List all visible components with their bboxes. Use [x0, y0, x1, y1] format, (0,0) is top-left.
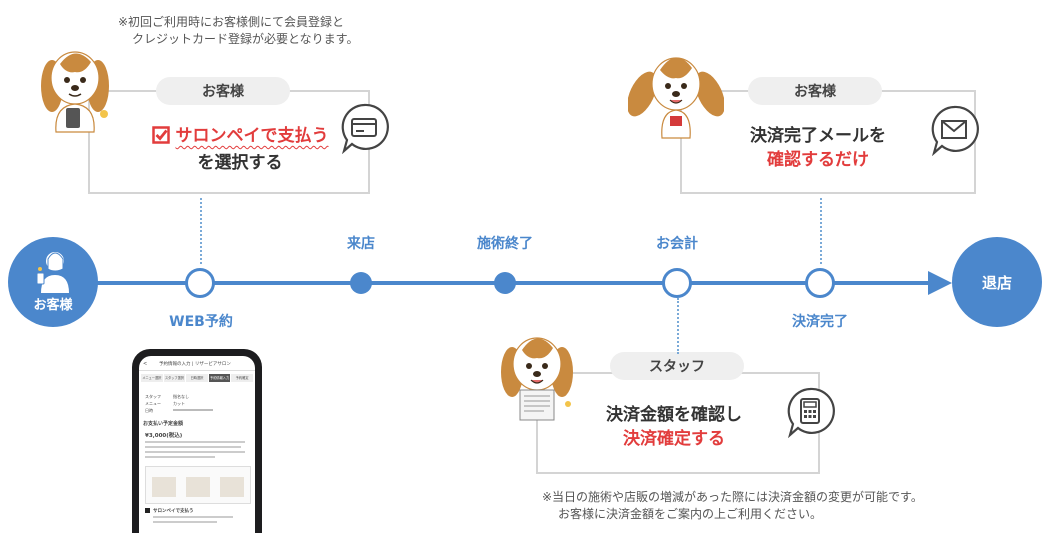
end-leave-circle: 退店 [952, 237, 1042, 327]
node-treatment-end [494, 272, 516, 294]
bottom-note-line2: お客様に決済金額をご案内の上ご利用ください。 [558, 507, 823, 521]
finalize-payment-text: 決済確定する [623, 429, 725, 449]
phone-row-value: 指名なし [173, 394, 189, 399]
calculator-icon [784, 386, 836, 439]
checkbox-icon [151, 126, 170, 151]
phone-tab: 予約確定 [231, 374, 253, 382]
phone-payment-options [145, 466, 251, 504]
dog-mascot-customer [36, 36, 116, 136]
start-customer-circle: お客様 [8, 237, 98, 327]
phone-checkbox-label: サロンペイで支払う [153, 509, 194, 514]
start-customer-label: お客様 [33, 298, 73, 313]
phone-section-title: お支払い予定金額 [143, 421, 184, 427]
connector-checkout [677, 298, 679, 354]
phone-checkbox[interactable] [145, 508, 150, 513]
phone-row-label: スタッフ [145, 394, 161, 399]
timeline-arrow-icon [928, 271, 952, 295]
phone-header: 予約情報の入力 | リザービアサロン [159, 362, 231, 367]
node-checkout [662, 268, 692, 298]
envelope-icon [928, 104, 980, 157]
phone-row-label: メニュー [145, 401, 161, 406]
select-text: を選択する [197, 153, 283, 173]
dog-mascot-customer-right [627, 40, 725, 140]
label-payment-complete: 決済完了 [792, 314, 848, 330]
phone-row-label: 日時 [145, 408, 153, 413]
customer-select-message: サロンペイで支払う を選択する [130, 124, 350, 175]
top-note-line1: ※初回ご利用時にお客様側にて会員登録と [118, 15, 345, 29]
smartphone-screen: < 予約情報の入力 | リザービアサロン メニュー選択 スタッフ選択 日時選択 … [139, 356, 255, 533]
phone-tab-active: 予約情報入力 [208, 374, 231, 382]
staff-card [536, 372, 820, 474]
label-web-reservation: WEB予約 [169, 314, 233, 330]
node-visit [350, 272, 372, 294]
confirm-email-text: 決済完了メールを [750, 126, 886, 146]
customer-confirm-message: 決済完了メールを 確認するだけ [718, 124, 918, 172]
connector-payment-complete [820, 198, 822, 264]
phone-date-value [173, 409, 213, 411]
node-payment-complete [805, 268, 835, 298]
phone-amount: ¥3,000(税込) [145, 433, 183, 439]
connector-web-reservation [200, 198, 202, 264]
phone-tab: スタッフ選択 [163, 374, 186, 382]
pay-with-salonpay-text: サロンペイで支払う [175, 126, 329, 146]
top-note: ※初回ご利用時にお客様側にて会員登録と クレジットカード登録が必要となります。 [118, 14, 358, 48]
label-visit: 来店 [347, 236, 375, 252]
top-note-line2: クレジットカード登録が必要となります。 [132, 32, 359, 46]
customer-pill-right: お客様 [748, 77, 882, 105]
just-confirm-text: 確認するだけ [767, 150, 869, 170]
dog-mascot-staff [496, 324, 580, 428]
bottom-note: ※当日の施術や店販の増減があった際には決済金額の変更が可能です。 お客様に決済金… [542, 489, 923, 523]
phone-row-value: カット [173, 401, 185, 406]
credit-card-icon [338, 102, 390, 155]
customer-person-icon [34, 249, 74, 299]
confirm-amount-text: 決済金額を確認し [606, 405, 742, 425]
label-checkout: お会計 [656, 236, 698, 252]
node-web-reservation [185, 268, 215, 298]
staff-pill: スタッフ [610, 352, 744, 380]
label-treatment-end: 施術終了 [477, 236, 533, 252]
phone-tab: メニュー選択 [141, 374, 163, 382]
phone-tab: 日時選択 [186, 374, 208, 382]
staff-message: 決済金額を確認し 決済確定する [574, 403, 774, 451]
back-arrow-icon[interactable]: < [143, 361, 148, 367]
customer-pill-left: お客様 [156, 77, 290, 105]
bottom-note-line1: ※当日の施術や店販の増減があった際には決済金額の変更が可能です。 [542, 490, 923, 504]
phone-step-tabs: メニュー選択 スタッフ選択 日時選択 予約情報入力 予約確定 [141, 374, 253, 382]
